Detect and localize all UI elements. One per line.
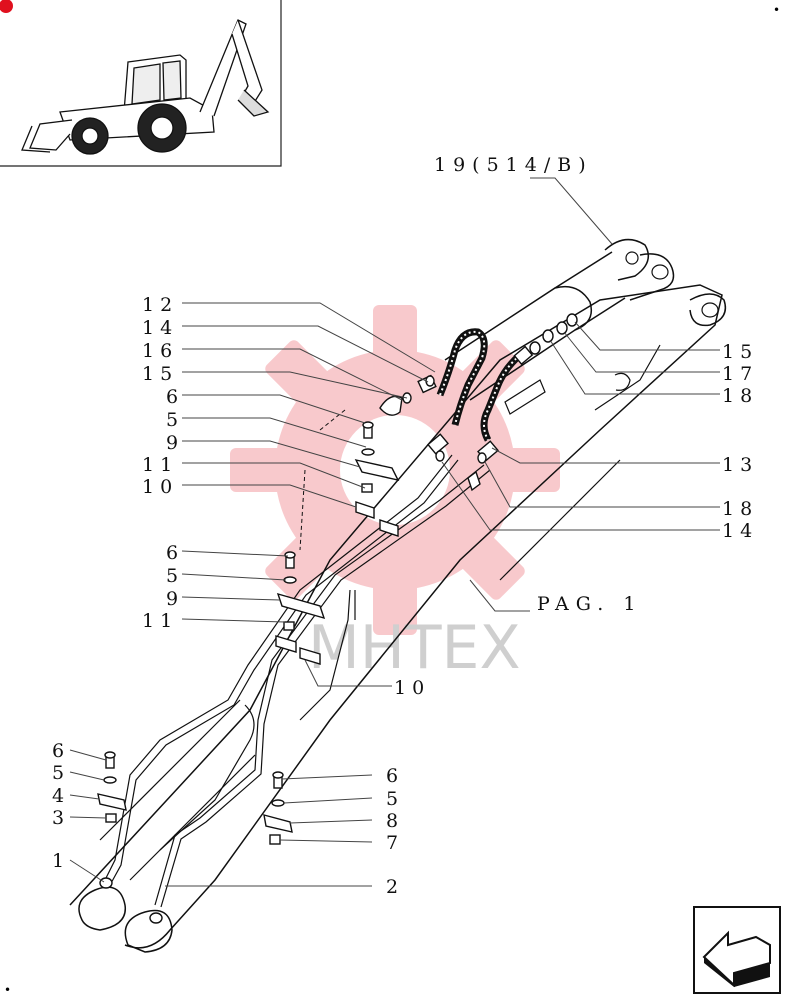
callout-1: 1 [52,850,70,872]
machine-thumbnail [0,0,282,167]
bottom-left-dot: • [4,983,11,997]
callout-15: 15 [142,363,178,385]
top-right-dot: • [773,3,780,17]
callout-2: 2 [386,876,404,898]
callouts-left: 12 14 16 15 6 5 9 11 10 6 5 9 11 6 5 4 3… [52,294,184,872]
callout-5: 5 [52,762,70,784]
callout-6: 6 [166,542,184,564]
callout-14: 14 [722,520,758,542]
callout-17: 17 [722,363,758,385]
callouts-right: 15 17 18 13 18 14 10 6 5 8 7 2 [386,341,758,898]
leader-lines [69,177,720,887]
callout-3: 3 [52,807,70,829]
callout-4: 4 [52,785,70,807]
callout-13: 13 [722,454,758,476]
callout-11: 11 [142,454,178,476]
callout-5: 5 [386,788,404,810]
callout-10: 10 [142,476,178,498]
callout-5: 5 [166,565,184,587]
callout-16: 16 [142,340,178,362]
watermark-text: MHTEX [308,613,521,683]
callout-8: 8 [386,810,404,832]
callout-18: 18 [722,385,758,407]
cylinder-reference-label: 19(514/B) [434,154,593,176]
callout-6: 6 [52,740,70,762]
hydraulic-lines [99,328,534,924]
page-back-arrow-icon[interactable] [693,906,781,994]
callout-6: 6 [386,765,404,787]
callout-9: 9 [166,432,184,454]
page-reference-label: PAG. 1 [537,593,642,615]
corner-red-mark [0,0,13,13]
callout-5: 5 [166,409,184,431]
callout-10: 10 [394,677,430,699]
callout-18: 18 [722,498,758,520]
callout-9: 9 [166,588,184,610]
callout-12: 12 [142,294,178,316]
callout-14: 14 [142,317,178,339]
callout-6: 6 [166,386,184,408]
callout-15: 15 [722,341,758,363]
callout-11: 11 [142,610,178,632]
small-parts [97,313,578,845]
callout-7: 7 [386,832,404,854]
